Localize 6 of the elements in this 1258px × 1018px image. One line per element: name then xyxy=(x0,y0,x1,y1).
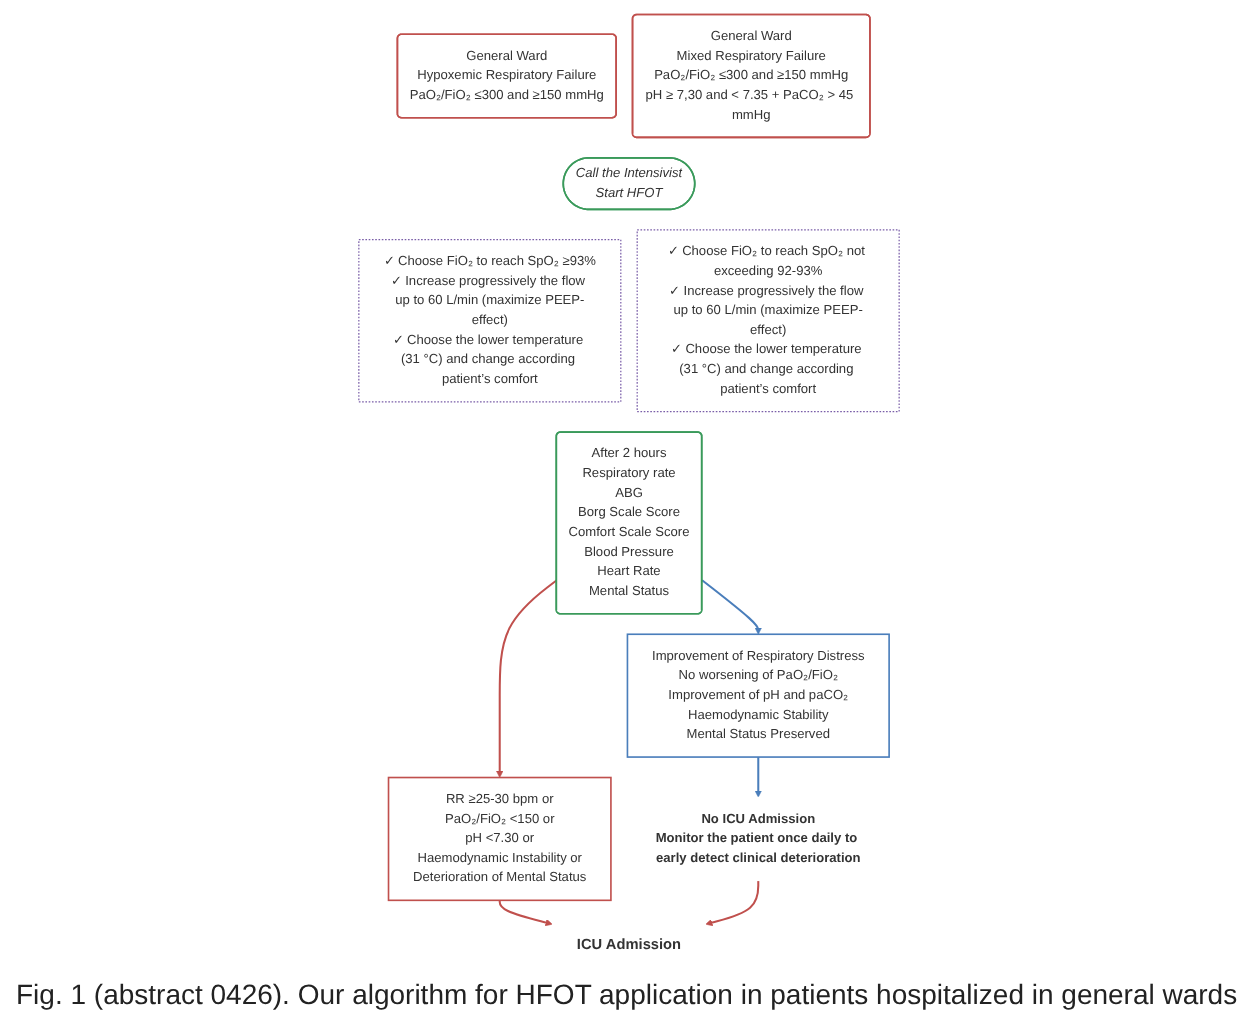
arrow xyxy=(754,757,762,798)
figure-caption: Fig. 1 (abstract 0426). Our algorithm for HFOT application in patients hospitalized in general wards xyxy=(16,978,1240,1010)
arrow xyxy=(701,579,762,635)
arrow xyxy=(705,880,760,927)
arrow xyxy=(496,579,558,778)
arrow xyxy=(498,900,553,927)
